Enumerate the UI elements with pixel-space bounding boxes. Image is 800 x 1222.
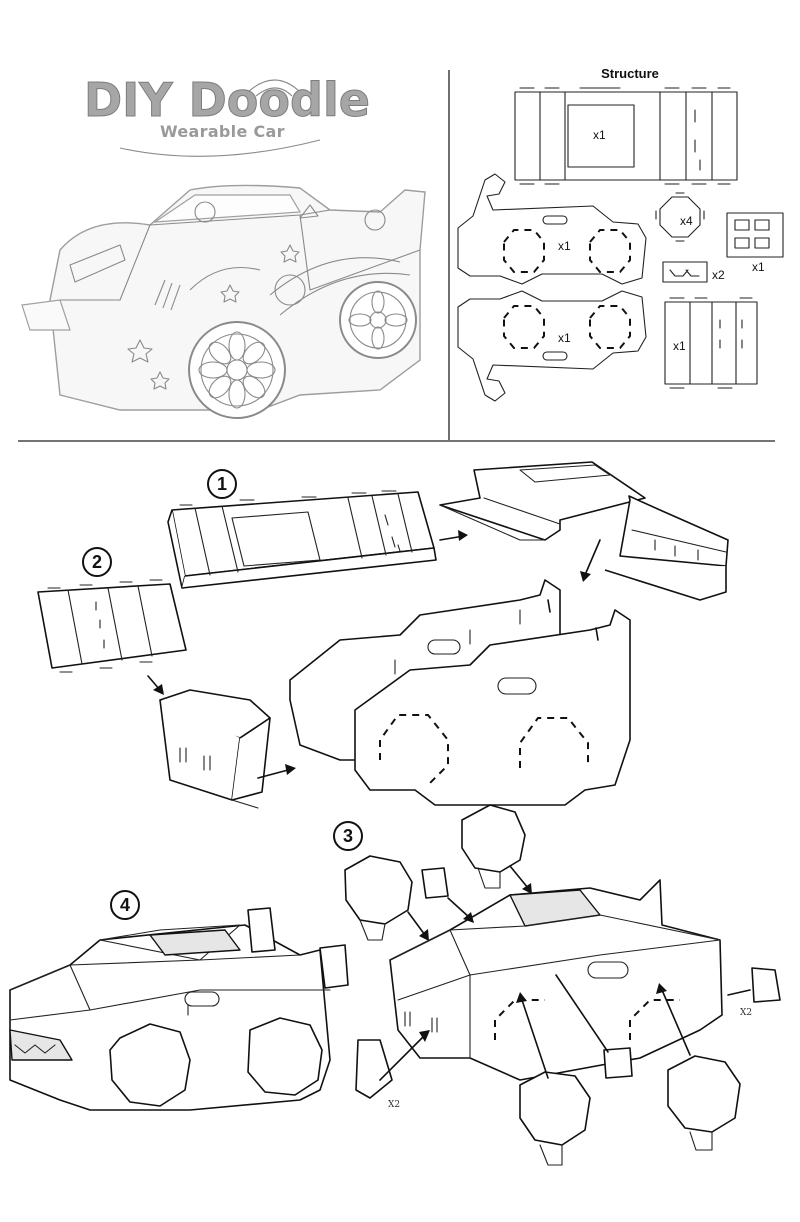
structure-parts: [457, 87, 784, 402]
count-hub: x2: [712, 268, 725, 282]
step1-roof-strip: [167, 490, 437, 589]
front-wheel-drawing: [188, 321, 286, 419]
logo-swoosh: [119, 79, 321, 157]
count-rear-panel: x1: [673, 339, 686, 353]
logo-subtitle: Wearable Car: [160, 122, 285, 141]
body-side-panels: [289, 579, 631, 806]
count-roof-panel: x1: [593, 128, 606, 142]
arrow-down-left: [584, 539, 601, 576]
count-wheel: x4: [680, 214, 693, 228]
logo-title-graphic: DIY Doodle: [84, 73, 371, 128]
step2-strip: [37, 579, 187, 673]
step2-front-box: [159, 689, 271, 809]
step1-circle: [207, 469, 237, 499]
car-illustration: [21, 184, 426, 419]
hub-part: [662, 261, 708, 283]
rear-panel-part: [664, 297, 758, 389]
step1-hood-assembly: [439, 461, 729, 601]
step3-circle: [333, 821, 363, 851]
rear-wheel-drawing: [339, 281, 417, 359]
side-panel-part-1: [457, 173, 647, 285]
step-number-3: 3: [342, 826, 353, 846]
step4-finished-car: [9, 907, 349, 1111]
connector-part: [726, 212, 784, 258]
step-number-4: 4: [119, 895, 130, 915]
arrow-step2-to-body: [257, 769, 289, 779]
step2-circle: [82, 547, 112, 577]
wheel-part: [655, 192, 705, 242]
structure-title: Structure: [601, 66, 659, 81]
count-connector: x1: [752, 260, 765, 274]
step3-wheels: [344, 804, 781, 1166]
arrow-down-body: [547, 599, 551, 613]
x2-label-right: X2: [740, 1008, 753, 1018]
step3-car: [389, 879, 723, 1081]
step-number-1: 1: [216, 474, 227, 494]
step-number-2: 2: [91, 552, 102, 572]
step4-circle: [110, 890, 140, 920]
count-side-panel-1: x1: [558, 239, 571, 253]
x2-label-left: X2: [388, 1100, 401, 1110]
step3-arrows: [379, 865, 751, 1081]
logo-title: DIY Doodle: [84, 73, 370, 127]
side-panel-part-2: [457, 290, 647, 402]
count-side-panel-2: x1: [558, 331, 571, 345]
roof-panel-part: [514, 87, 738, 185]
